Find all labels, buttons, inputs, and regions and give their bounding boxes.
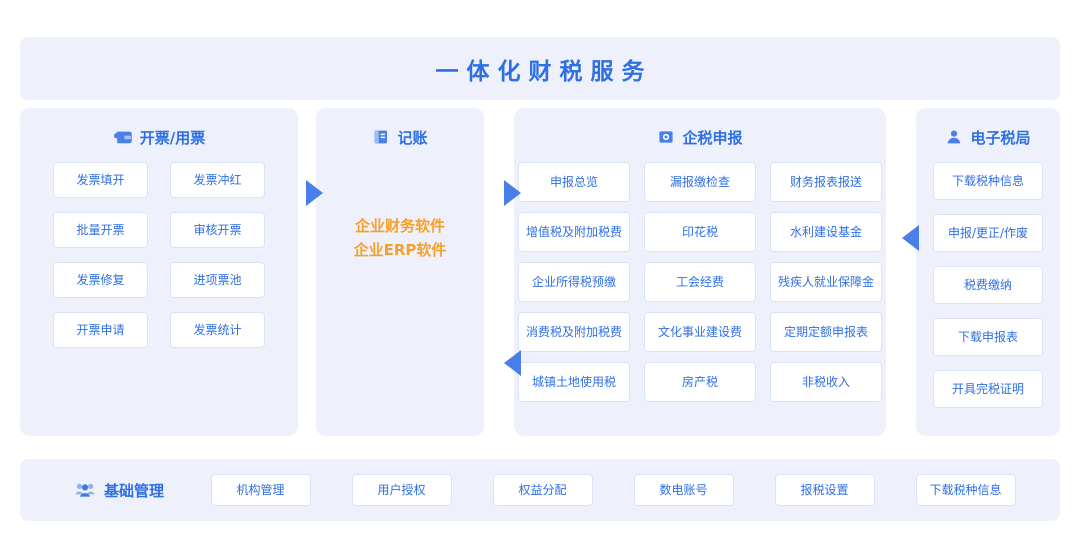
panel-etax-header: 电子税局 [916, 122, 1060, 152]
panel-bookkeeping-title: 记账 [397, 128, 428, 147]
tile-etax-3[interactable]: 下载申报表 [933, 318, 1043, 356]
tile-invoice-2[interactable]: 批量开票 [53, 212, 148, 248]
tile-etax-1[interactable]: 申报/更正/作废 [933, 214, 1043, 252]
bottom-bar: 基础管理 机构管理 用户授权 权益分配 数电账号 报税设置 下载税种信息 [20, 459, 1060, 521]
panel-declaration: 企税申报 申报总览 漏报缴检查 财务报表报送 增值税及附加税费 印花税 水利建设… [514, 108, 886, 436]
tile-declaration-4[interactable]: 印花税 [644, 212, 756, 252]
tile-basic-1[interactable]: 用户授权 [351, 474, 452, 506]
tile-declaration-8[interactable]: 残疾人就业保障金 [770, 262, 882, 302]
tile-declaration-9[interactable]: 消费税及附加税费 [518, 312, 630, 352]
ledger-book-icon [372, 128, 390, 146]
etax-tile-grid: 下载税种信息 申报/更正/作废 税费缴纳 下载申报表 开具完税证明 [916, 162, 1060, 408]
arrow-etax-to-declaration-icon [902, 225, 919, 251]
tile-invoice-3[interactable]: 审核开票 [170, 212, 265, 248]
panel-bookkeeping: 记账 企业财务软件 企业ERP软件 [316, 108, 484, 436]
tile-etax-0[interactable]: 下载税种信息 [933, 162, 1043, 200]
tile-declaration-11[interactable]: 定期定额申报表 [770, 312, 882, 352]
bottom-bar-title: 基础管理 [104, 481, 165, 500]
page-title: 一体化财税服务 [435, 58, 653, 85]
tile-basic-2[interactable]: 权益分配 [492, 474, 593, 506]
bottom-bar-header: 基础管理 [44, 480, 190, 501]
title-banner: 一体化财税服务 [20, 37, 1060, 100]
tile-etax-4[interactable]: 开具完税证明 [933, 370, 1043, 408]
tile-invoice-7[interactable]: 发票统计 [170, 312, 265, 348]
bookkeeping-software-list: 企业财务软件 企业ERP软件 [316, 214, 484, 262]
panel-declaration-header: 企税申报 [514, 122, 886, 152]
tile-declaration-12[interactable]: 城镇土地使用税 [518, 362, 630, 402]
tile-basic-3[interactable]: 数电账号 [633, 474, 734, 506]
tile-invoice-1[interactable]: 发票冲红 [170, 162, 265, 198]
tile-declaration-3[interactable]: 增值税及附加税费 [518, 212, 630, 252]
tile-invoice-4[interactable]: 发票修复 [53, 262, 148, 298]
users-group-icon [74, 481, 96, 499]
camera-square-icon [657, 128, 675, 146]
software-item-0: 企业财务软件 [354, 217, 445, 235]
tile-declaration-2[interactable]: 财务报表报送 [770, 162, 882, 202]
tile-declaration-7[interactable]: 工会经费 [644, 262, 756, 302]
tile-declaration-6[interactable]: 企业所得税预缴 [518, 262, 630, 302]
columns-row: 开票/用票 发票填开 发票冲红 批量开票 审核开票 发票修复 进项票池 开票申请… [20, 108, 1060, 436]
arrow-declaration-to-bookkeeping-icon [504, 350, 521, 376]
panel-declaration-title: 企税申报 [682, 128, 743, 147]
tile-declaration-10[interactable]: 文化事业建设费 [644, 312, 756, 352]
panel-etax: 电子税局 下载税种信息 申报/更正/作废 税费缴纳 下载申报表 开具完税证明 [916, 108, 1060, 436]
tile-invoice-0[interactable]: 发票填开 [53, 162, 148, 198]
tile-declaration-14[interactable]: 非税收入 [770, 362, 882, 402]
arrow-invoice-to-bookkeeping-icon [306, 180, 323, 206]
software-item-1: 企业ERP软件 [353, 241, 447, 259]
wallet-invoice-icon [113, 127, 133, 147]
panel-invoice-header: 开票/用票 [20, 122, 298, 152]
panel-invoice-title: 开票/用票 [139, 128, 206, 147]
user-person-icon [945, 128, 963, 146]
panel-etax-title: 电子税局 [970, 128, 1031, 147]
arrow-bookkeeping-to-declaration-icon [504, 180, 521, 206]
tile-basic-4[interactable]: 报税设置 [774, 474, 875, 506]
tile-declaration-0[interactable]: 申报总览 [518, 162, 630, 202]
tile-invoice-6[interactable]: 开票申请 [53, 312, 148, 348]
tile-etax-2[interactable]: 税费缴纳 [933, 266, 1043, 304]
panel-invoice: 开票/用票 发票填开 发票冲红 批量开票 审核开票 发票修复 进项票池 开票申请… [20, 108, 298, 436]
panel-bookkeeping-header: 记账 [316, 122, 484, 152]
invoice-tile-grid: 发票填开 发票冲红 批量开票 审核开票 发票修复 进项票池 开票申请 发票统计 [20, 162, 298, 348]
tile-basic-5[interactable]: 下载税种信息 [915, 474, 1016, 506]
declaration-tile-grid: 申报总览 漏报缴检查 财务报表报送 增值税及附加税费 印花税 水利建设基金 企业… [514, 162, 886, 402]
tile-declaration-5[interactable]: 水利建设基金 [770, 212, 882, 252]
tile-invoice-5[interactable]: 进项票池 [170, 262, 265, 298]
tile-basic-0[interactable]: 机构管理 [210, 474, 311, 506]
tile-declaration-13[interactable]: 房产税 [644, 362, 756, 402]
bottom-bar-items: 机构管理 用户授权 权益分配 数电账号 报税设置 下载税种信息 [190, 474, 1036, 506]
tile-declaration-1[interactable]: 漏报缴检查 [644, 162, 756, 202]
